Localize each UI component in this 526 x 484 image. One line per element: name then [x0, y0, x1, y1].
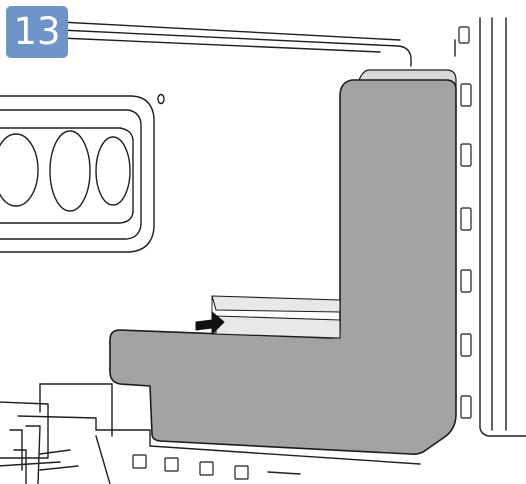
fan-opening-1: [0, 133, 39, 207]
push-arrow-icon: [195, 311, 225, 335]
frame-slot: [460, 143, 472, 167]
side-frame: [454, 17, 526, 437]
air-baffle-panel: [109, 79, 457, 455]
fan-plate: [0, 95, 155, 253]
frame-slot: [458, 26, 470, 44]
fan-opening-2: [49, 130, 91, 212]
frame-slot: [460, 333, 472, 357]
frame-slot: [460, 269, 472, 293]
frame-slot: [460, 83, 472, 107]
step-number-badge: 13: [6, 6, 68, 58]
fan-opening-3: [95, 136, 131, 206]
top-rail: [59, 21, 412, 67]
lower-chassis: [0, 383, 421, 484]
frame-slot: [460, 207, 472, 231]
chassis-slot: [199, 461, 214, 476]
chassis-slot: [234, 465, 249, 480]
screw-hole: [157, 93, 165, 105]
chassis-slot: [164, 457, 179, 472]
chassis-slot: [132, 454, 147, 469]
panel-shelf: [211, 295, 341, 339]
frame-slot: [460, 395, 472, 419]
